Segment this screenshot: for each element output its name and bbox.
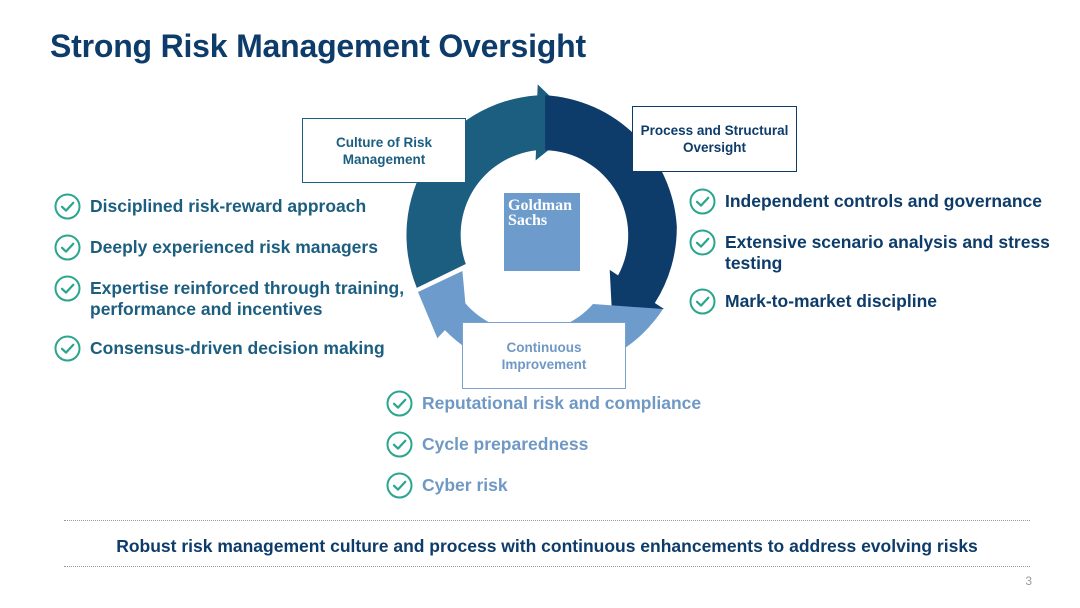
list-item-text: Cycle preparedness [422,434,589,454]
list-item-text: Independent controls and governance [725,191,1042,211]
check-circle-icon [54,335,81,362]
continuous-bullet-list: Reputational risk and compliance Cycle p… [386,390,786,516]
check-circle-icon [689,288,716,315]
page-number: 3 [1025,574,1032,588]
list-item: Consensus-driven decision making [54,335,434,362]
list-item: Extensive scenario analysis and stress t… [689,229,1074,274]
list-item-text: Cyber risk [422,475,508,495]
list-item-text: Consensus-driven decision making [90,338,385,358]
divider-top [64,520,1030,521]
check-circle-icon [689,229,716,256]
check-circle-icon [54,275,81,302]
culture-bullet-list: Disciplined risk-reward approach Deeply … [54,193,434,379]
list-item: Cyber risk [386,472,786,499]
logo-line-1: Goldman [508,197,573,214]
list-item-text: Expertise reinforced through training, p… [90,278,405,319]
logo-line-2: Sachs [508,212,548,229]
tagline: Robust risk management culture and proce… [116,536,978,556]
divider-bottom [64,566,1030,567]
check-circle-icon [54,193,81,220]
check-circle-icon [54,234,81,261]
list-item-text: Disciplined risk-reward approach [90,196,367,216]
goldman-sachs-logo: Goldman Sachs [504,193,580,271]
process-and-structural-oversight-box: Process and Structural Oversight [632,106,797,172]
list-item: Independent controls and governance [689,188,1074,215]
list-item-text: Deeply experienced risk managers [90,237,378,257]
list-item: Deeply experienced risk managers [54,234,434,261]
list-item-text: Mark-to-market discipline [725,291,937,311]
check-circle-icon [386,431,413,458]
check-circle-icon [386,472,413,499]
process-bullet-list: Independent controls and governance Exte… [689,188,1074,332]
list-item: Reputational risk and compliance [386,390,786,417]
check-circle-icon [689,188,716,215]
list-item: Cycle preparedness [386,431,786,458]
list-item: Expertise reinforced through training, p… [54,275,434,320]
list-item: Mark-to-market discipline [689,288,1074,315]
culture-of-risk-management-box: Culture of Risk Management [302,118,466,183]
continuous-improvement-box: Continuous Improvement [462,322,626,389]
list-item-text: Reputational risk and compliance [422,393,702,413]
page-title: Strong Risk Management Oversight [50,28,586,64]
list-item-text: Extensive scenario analysis and stress t… [725,232,1050,273]
check-circle-icon [386,390,413,417]
list-item: Disciplined risk-reward approach [54,193,434,220]
